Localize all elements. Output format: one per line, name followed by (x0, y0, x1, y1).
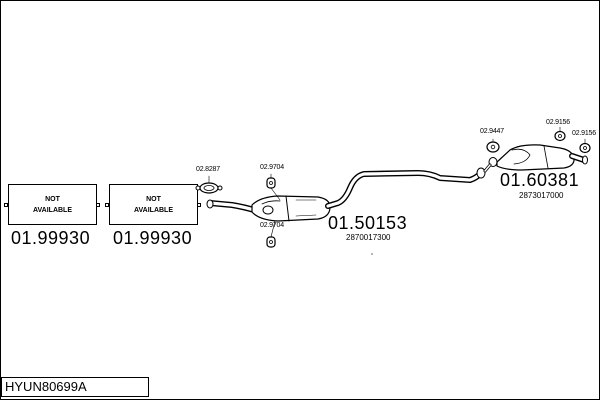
clamp-ref-label: 02.8287 (196, 166, 220, 173)
connector-pin (197, 203, 201, 207)
clamp-icon (195, 182, 223, 194)
part-number-2: 01.99930 (113, 228, 193, 248)
middle-silencer-number: 01.50153 (328, 213, 408, 233)
part-number-1: 01.99930 (11, 228, 91, 248)
hanger-top-ref-label: 02.9704 (260, 164, 284, 171)
not-available-box-2: NOT AVAILABLE (109, 184, 198, 225)
diagram-title: HYUN80699A (1, 377, 149, 397)
leader-line (270, 220, 276, 238)
connector-pin (96, 203, 100, 207)
rear-silencer-oe-number: 2873017000 (519, 191, 564, 200)
rubber-hanger-icon (579, 142, 591, 154)
not-available-line2: AVAILABLE (133, 206, 174, 214)
not-available-line2: AVAILABLE (32, 206, 73, 214)
pipe-flange (206, 199, 214, 209)
not-available-line1: NOT (146, 195, 161, 203)
rear-silencer-number: 01.60381 (500, 170, 580, 190)
rubber-hanger-icon (266, 236, 276, 248)
leader-line (270, 187, 281, 201)
rear-hanger-left-ref-label: 02.9447 (480, 128, 504, 135)
connector-pin (4, 203, 8, 207)
rubber-hanger-icon (486, 141, 500, 153)
rear-hanger-right-2-ref-label: 02.9156 (572, 130, 596, 137)
not-available-line1: NOT (45, 195, 60, 203)
rear-hanger-right-1-ref-label: 02.9156 (546, 119, 570, 126)
rear-joint (476, 167, 486, 179)
rear-silencer (496, 144, 575, 171)
hanger-bottom-ref-label: 02.9704 (260, 222, 284, 229)
connector-pin (105, 203, 109, 207)
not-available-box-1: NOT AVAILABLE (8, 184, 97, 225)
rubber-hanger-icon (266, 177, 276, 189)
rubber-hanger-icon (554, 130, 566, 142)
middle-silencer-oe-number: 2870017300 (346, 233, 391, 242)
